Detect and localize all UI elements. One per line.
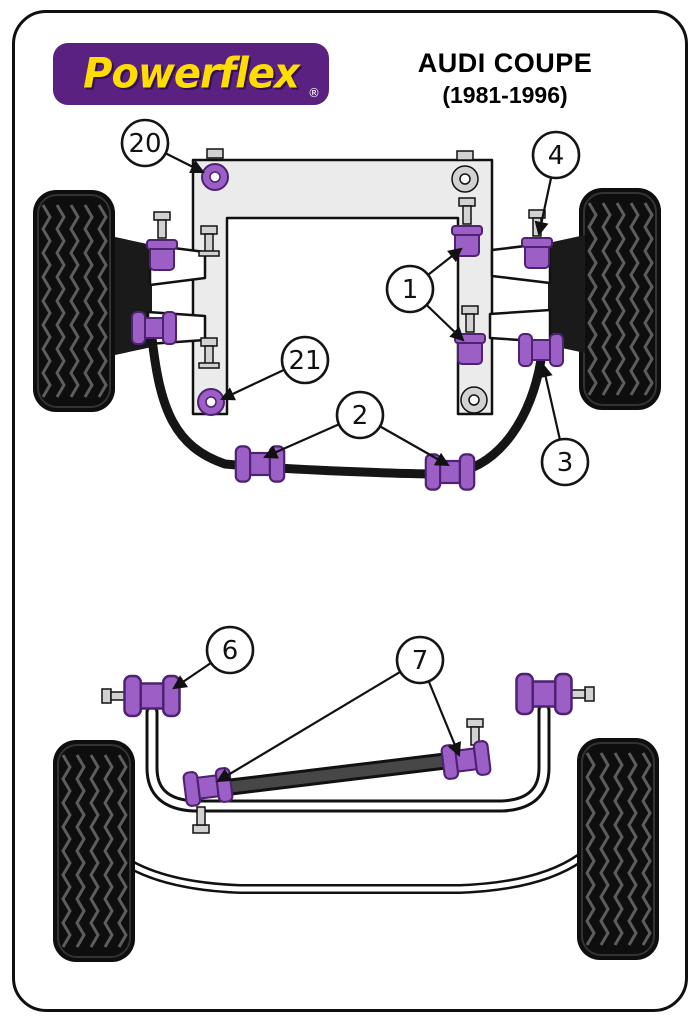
callout-3-number: 3: [557, 448, 574, 478]
left-leg-lower-washer: [198, 362, 220, 369]
callout-20: 20: [120, 118, 170, 168]
subframe-rear-mount-bushing-21: [197, 388, 225, 416]
callout-21-number: 21: [288, 346, 321, 376]
callout-1-number: 1: [402, 275, 419, 305]
callout-4: 4: [531, 130, 581, 180]
rear-lower-axle-fill: [117, 855, 583, 892]
left-upper-arm-bolt: [153, 211, 171, 239]
front-right-tire: [577, 186, 663, 412]
rear-left-tire: [51, 738, 137, 964]
vehicle-model: AUDI COUPE: [417, 48, 593, 78]
brand-name: Powerflex: [83, 50, 300, 98]
inner-lower-bushing-1: [454, 333, 486, 365]
callout-21: 21: [280, 335, 330, 385]
left-leg-upper-washer: [198, 250, 220, 257]
rear-right-tire: [575, 736, 661, 962]
subframe-rear-right-washer: [460, 386, 488, 414]
tie-rod-right-bushing-7: [439, 739, 493, 781]
tie-rod: [200, 752, 476, 796]
right-upper-arm-bushing-4: [521, 237, 553, 269]
vehicle-title: AUDI COUPE (1981-1996): [380, 48, 630, 109]
callout-7-number: 7: [412, 646, 429, 676]
left-upper-arm-bushing: [146, 239, 178, 271]
front-suspension-diagram: 20 4 1 21 2 3: [31, 118, 663, 491]
callout-3: 3: [540, 437, 590, 487]
callout-6: 6: [205, 625, 255, 675]
subframe-top-right-bolt: [456, 150, 474, 161]
anti-roll-bar: [147, 333, 546, 479]
front-right-lower-arm: [488, 308, 552, 344]
anti-roll-bar-bushing-right-2: [424, 453, 476, 491]
callout-20-number: 20: [128, 129, 161, 159]
front-left-tire: [31, 188, 117, 414]
powerflex-logo: Powerflex ®: [55, 45, 327, 103]
front-subframe: [191, 158, 494, 416]
rear-axle-beam-fill: [148, 706, 548, 810]
callout-6-number: 6: [222, 636, 239, 666]
subframe-mount-bushing-20: [201, 163, 229, 191]
arrow-7a: [216, 659, 421, 783]
callout-7: 7: [395, 635, 445, 685]
subframe-top-right-washer: [451, 165, 479, 193]
callout-2: 2: [335, 390, 385, 440]
callout-4-number: 4: [548, 141, 565, 171]
registered-trademark-icon: ®: [308, 86, 320, 100]
rear-suspension-diagram: 6 7: [51, 625, 661, 964]
callout-2-number: 2: [352, 401, 369, 431]
vehicle-years: (1981-1996): [442, 82, 568, 108]
subframe-top-left-bolt: [206, 148, 224, 159]
front-right-knuckle: [548, 235, 585, 353]
callout-1: 1: [385, 264, 435, 314]
